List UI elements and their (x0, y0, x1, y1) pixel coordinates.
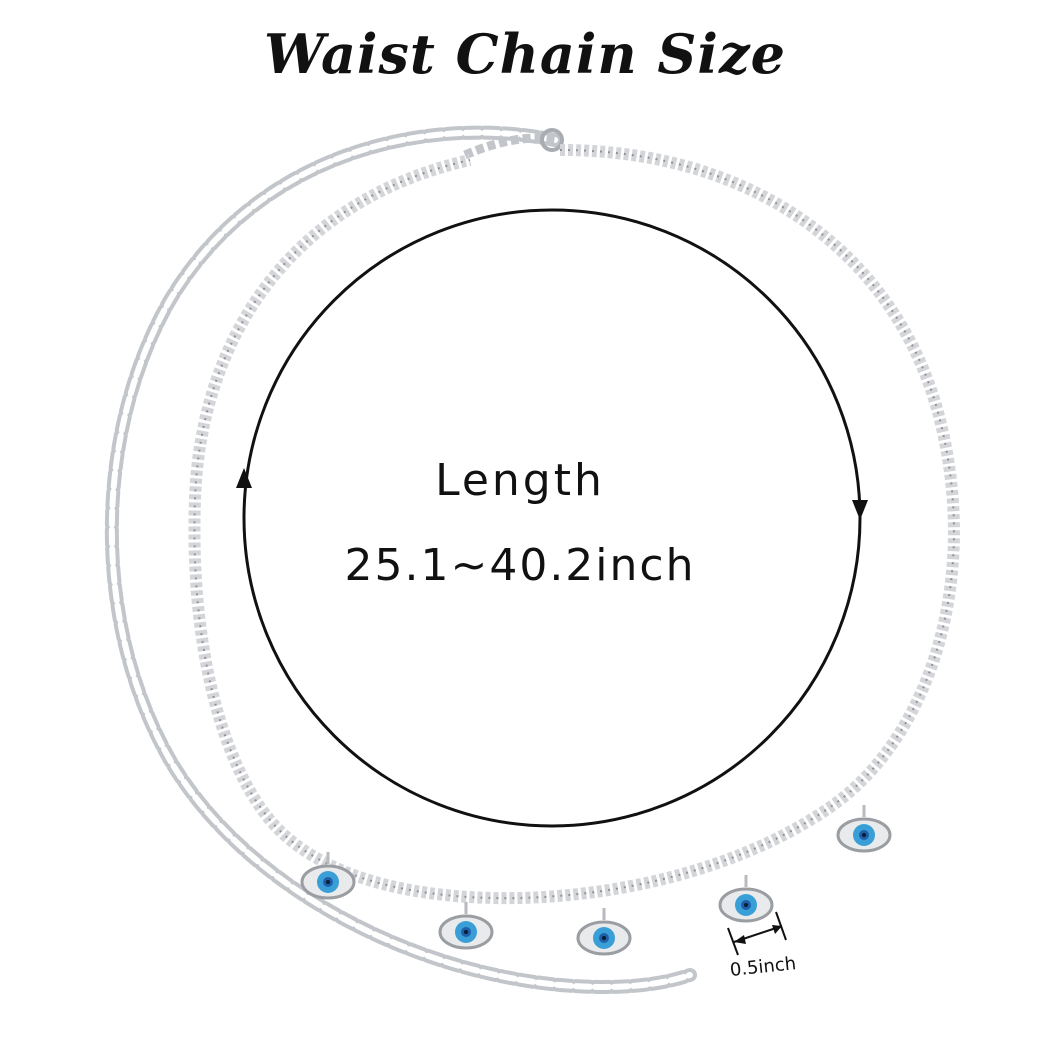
page-title: Waist Chain Size (264, 22, 786, 86)
evil-eye-pendant (576, 908, 632, 956)
evil-eye-pendant (836, 805, 892, 853)
extender-chain (463, 133, 561, 160)
rhinestone-chain (188, 144, 960, 905)
length-value: 25.1~40.2inch (344, 540, 696, 591)
length-label: Length (435, 455, 605, 506)
pendant-size-callout (727, 911, 787, 956)
evil-eye-pendant (300, 852, 356, 900)
arrow-down-icon (852, 500, 868, 520)
evil-eye-pendant (438, 902, 494, 950)
measurement-circle (242, 208, 862, 828)
lobster-clasp (540, 128, 564, 152)
evil-eye-pendant (718, 875, 774, 923)
arrow-up-icon (236, 468, 252, 488)
